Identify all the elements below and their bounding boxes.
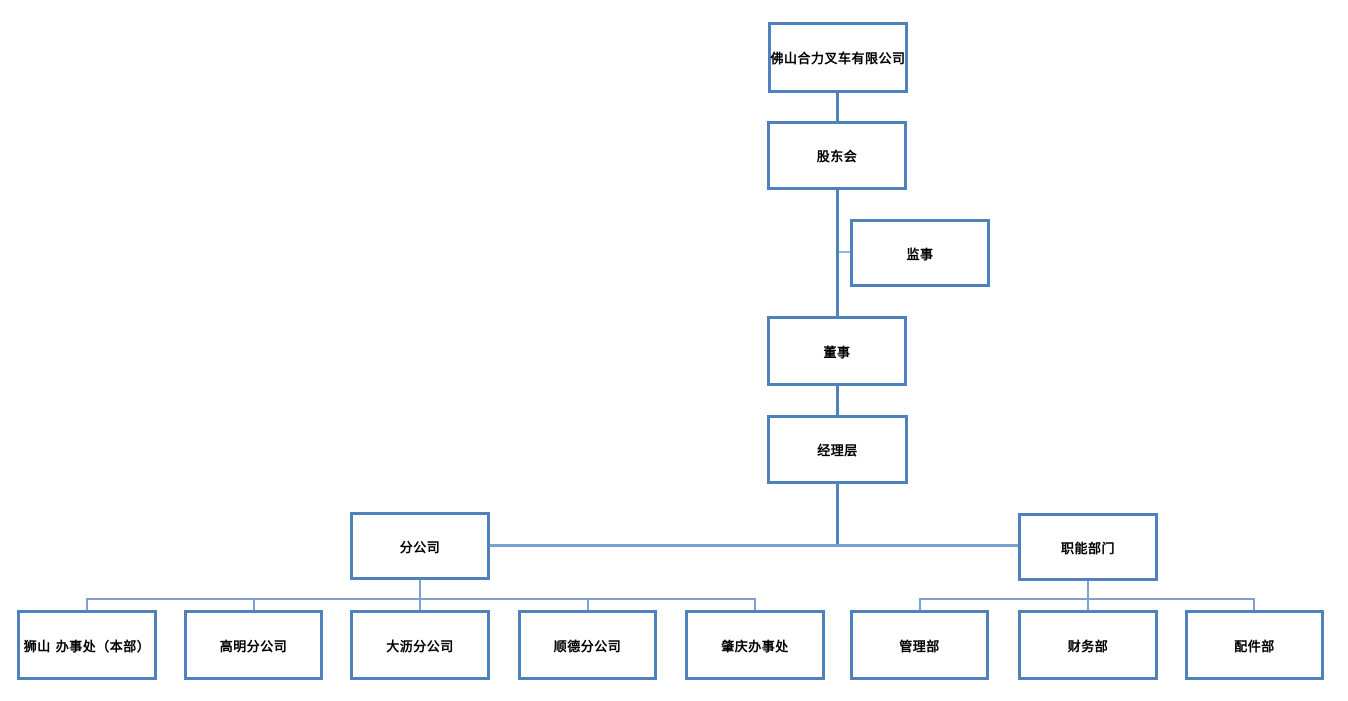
connector-shareholders-director — [836, 190, 839, 316]
node-gaoming-label: 高明分公司 — [219, 639, 288, 655]
connector-branches-bus — [86, 598, 756, 600]
node-director-label: 董事 — [823, 345, 851, 361]
connector-drop-parts-dept — [1253, 598, 1255, 610]
node-company-label: 佛山合力叉车有限公司 — [770, 52, 906, 67]
node-shishan-label: 狮山 办事处（本部） — [23, 639, 151, 655]
connector-branches-down — [419, 580, 421, 610]
node-branches: 分公司 — [350, 512, 490, 580]
node-shareholders-label: 股东会 — [816, 150, 858, 165]
connector-functional-down — [1087, 581, 1089, 610]
node-management: 经理层 — [767, 415, 908, 484]
connector-drop-mgmt-dept — [919, 598, 921, 610]
connector-drop-shishan — [86, 598, 88, 610]
connector-company-shareholders — [836, 93, 839, 121]
node-shishan: 狮山 办事处（本部） — [17, 610, 157, 680]
node-shareholders: 股东会 — [767, 121, 907, 190]
node-supervisor-label: 监事 — [906, 247, 934, 263]
connector-functional-bus — [919, 598, 1255, 600]
node-finance-dept: 财务部 — [1018, 610, 1158, 680]
node-management-label: 经理层 — [817, 444, 858, 459]
node-mgmt-dept: 管理部 — [850, 610, 989, 680]
node-finance-dept-label: 财务部 — [1067, 639, 1109, 655]
connector-management-down — [836, 484, 839, 546]
connector-director-management — [836, 386, 839, 415]
connector-drop-gaoming — [253, 598, 255, 610]
node-parts-dept-label: 配件部 — [1234, 639, 1275, 655]
node-company: 佛山合力叉车有限公司 — [768, 22, 908, 93]
node-shunde-label: 顺德分公司 — [553, 639, 622, 655]
node-director: 董事 — [767, 316, 907, 386]
connector-drop-shunde — [587, 598, 589, 610]
connector-supervisor-stub — [839, 251, 850, 253]
node-gaoming: 高明分公司 — [184, 610, 323, 680]
node-shunde: 顺德分公司 — [518, 610, 657, 680]
node-zhaoqing-label: 肇庆办事处 — [721, 639, 789, 655]
connector-cross-horizontal — [490, 544, 1018, 547]
node-parts-dept: 配件部 — [1185, 610, 1324, 680]
node-dali-label: 大沥分公司 — [386, 639, 454, 655]
connector-drop-zhaoqing — [754, 598, 756, 610]
node-supervisor: 监事 — [850, 219, 990, 287]
node-functional-label: 职能部门 — [1060, 541, 1115, 557]
node-dali: 大沥分公司 — [350, 610, 490, 680]
node-mgmt-dept-label: 管理部 — [899, 639, 940, 655]
node-zhaoqing: 肇庆办事处 — [685, 610, 825, 680]
node-branches-label: 分公司 — [399, 540, 441, 556]
node-functional: 职能部门 — [1018, 513, 1158, 581]
